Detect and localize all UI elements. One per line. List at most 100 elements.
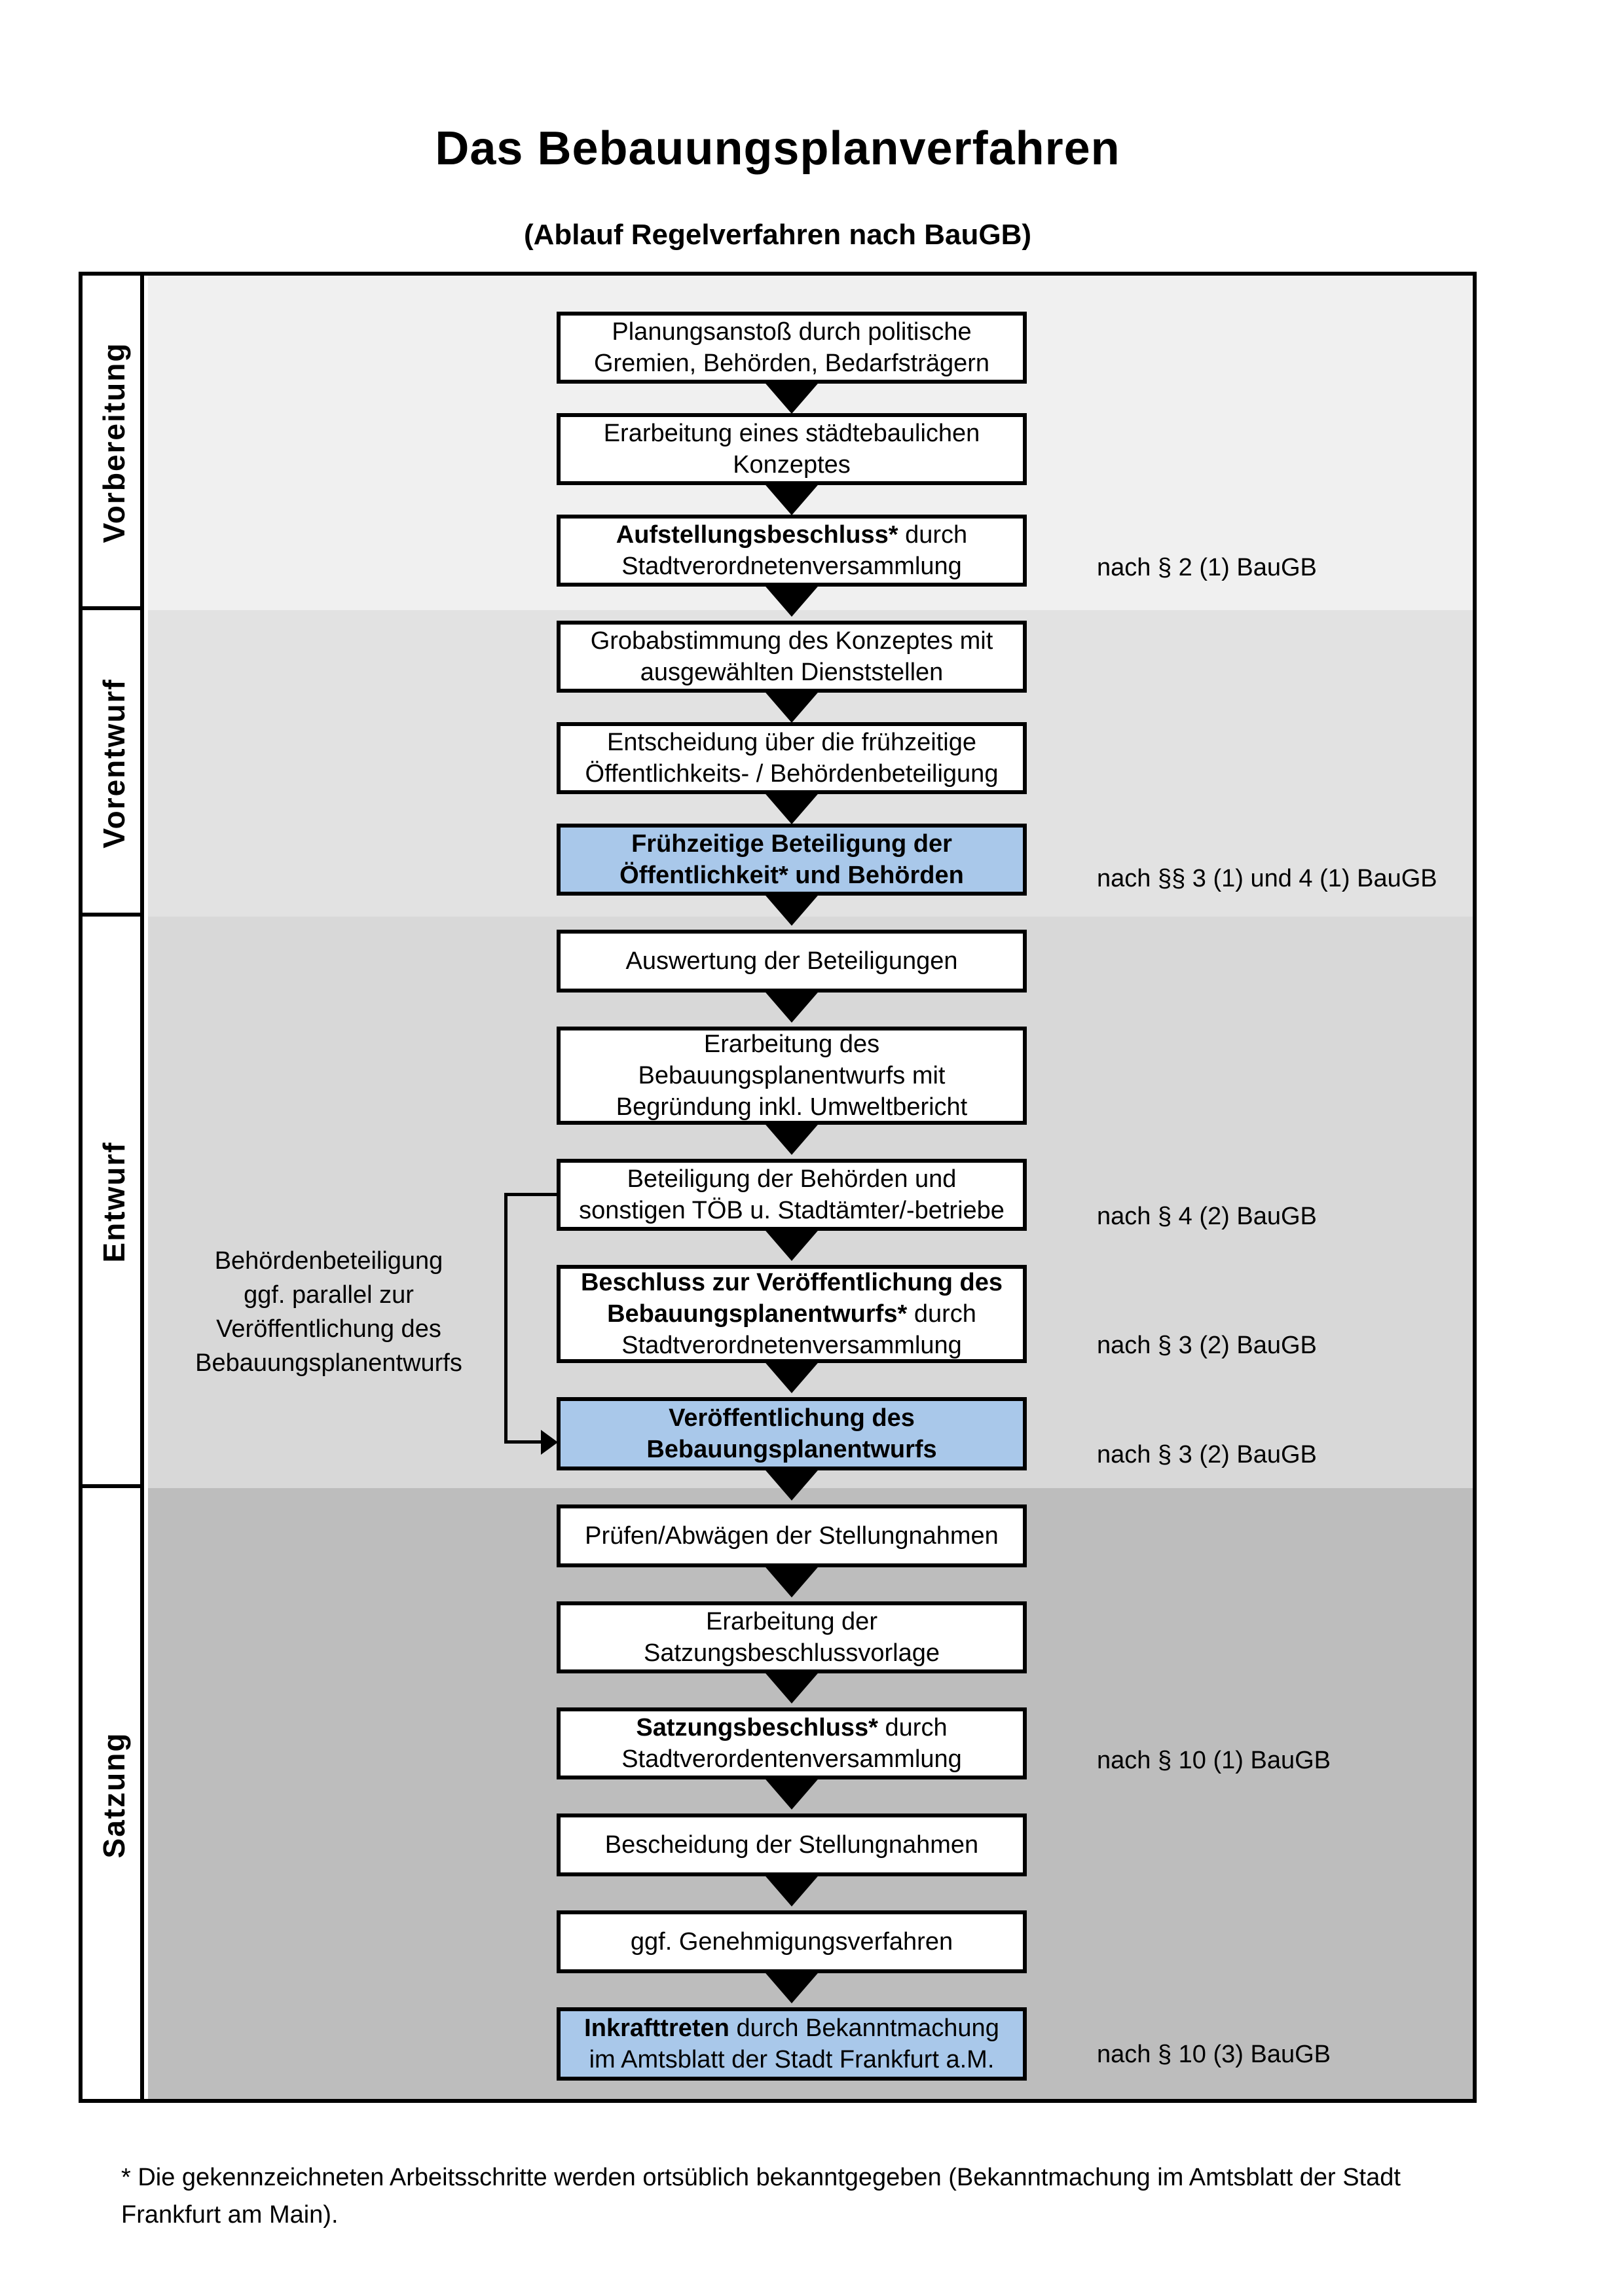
flow-box-satzungsbeschluss: Satzungsbeschluss* durch Stadtverordente… xyxy=(557,1707,1027,1779)
down-arrow-icon xyxy=(762,1776,821,1810)
box-text-line: Erarbeitung eines städtebaulichen xyxy=(603,420,980,447)
legal-reference: nach § 4 (2) BauGB xyxy=(1097,1203,1317,1230)
box-text-segment: Satzungsbeschluss* xyxy=(636,1714,878,1741)
box-text-line: Grobabstimmung des Konzeptes mit xyxy=(590,627,993,655)
down-arrow-icon xyxy=(762,892,821,926)
box-text-line: sonstigen TÖB u. Stadtämter/-betriebe xyxy=(579,1197,1005,1224)
box-text-line: Erarbeitung des xyxy=(703,1030,880,1058)
box-text-line: Bebauungsplanentwurfs* durch xyxy=(561,1298,1023,1330)
box-text-line: Bebauungsplanentwurfs mit xyxy=(638,1062,946,1089)
side-note-line: ggf. parallel zur xyxy=(244,1281,414,1309)
box-text-line: im Amtsblatt der Stadt Frankfurt a.M. xyxy=(589,2046,995,2073)
phase-label-cell-vorbereitung xyxy=(83,276,144,610)
box-text-segment: Inkrafttreten xyxy=(584,2014,729,2042)
box-text-line: Öffentlichkeits- / Behördenbeteiligung xyxy=(585,760,999,788)
legal-reference: nach § 2 (1) BauGB xyxy=(1097,554,1317,581)
legal-reference: nach § 10 (3) BauGB xyxy=(1097,2041,1331,2068)
legal-reference: nach §§ 3 (1) und 4 (1) BauGB xyxy=(1097,865,1437,892)
flow-box-erarbeitung-bebauungsplanentwurf: Erarbeitung des Bebauungsplanentwurfs mi… xyxy=(557,1027,1027,1125)
down-arrow-icon xyxy=(762,790,821,824)
connector-arrowhead-icon xyxy=(541,1430,558,1455)
flow-box-beschluss-veroeffentlichung: Beschluss zur Veröffentlichung des Bebau… xyxy=(557,1265,1027,1363)
footnote-line: Frankfurt am Main). xyxy=(121,2201,339,2229)
phase-label-entwurf: Entwurf xyxy=(97,1141,131,1263)
phase-label-satzung: Satzung xyxy=(97,1732,131,1859)
phase-label-vorentwurf: Vorentwurf xyxy=(97,678,131,848)
box-text-line: Gremien, Behörden, Bedarfsträgern xyxy=(593,350,990,377)
box-text-line: Auswertung der Beteiligungen xyxy=(625,947,958,975)
box-text-line: Satzungsbeschlussvorlage xyxy=(643,1639,940,1667)
footnote-line: * Die gekennzeichneten Arbeitsschritte w… xyxy=(121,2164,1401,2191)
phase-label-cell-satzung xyxy=(83,1488,144,2099)
flow-box-grobabstimmung: Grobabstimmung des Konzeptes mit ausgewä… xyxy=(557,621,1027,693)
box-text-line: ausgewählten Dienststellen xyxy=(640,659,944,686)
box-text-line: Stadtverordnetenversammlung xyxy=(621,1332,962,1359)
down-arrow-icon xyxy=(762,380,821,414)
down-arrow-icon xyxy=(762,1669,821,1704)
box-text-line: Bescheidung der Stellungnahmen xyxy=(604,1831,979,1859)
box-text-segment: Bebauungsplanentwurfs* xyxy=(607,1300,908,1328)
connector-line-vertical xyxy=(504,1193,507,1442)
side-note-line: Behördenbeteiligung xyxy=(214,1247,443,1275)
box-text-line: Begründung inkl. Umweltbericht xyxy=(616,1093,968,1121)
flow-box-aufstellungsbeschluss: Aufstellungsbeschluss* durch Stadtverord… xyxy=(557,515,1027,587)
side-note-behoerdenbeteiligung: Behördenbeteiligung ggf. parallel zur Ve… xyxy=(165,1244,492,1380)
down-arrow-icon xyxy=(762,481,821,515)
phase-label-vorbereitung: Vorbereitung xyxy=(97,342,131,543)
box-text-line: ggf. Genehmigungsverfahren xyxy=(630,1928,953,1956)
flow-box-auswertung-beteiligungen: Auswertung der Beteiligungen xyxy=(557,930,1027,993)
box-text-line: Stadtverordnetenversammlung xyxy=(621,553,962,580)
side-note-line: Veröffentlichung des xyxy=(216,1315,441,1343)
box-text-line: Satzungsbeschluss* durch xyxy=(561,1712,1023,1743)
flow-box-beteiligung-behoerden-toeb: Beteiligung der Behörden und sonstigen T… xyxy=(557,1159,1027,1231)
down-arrow-icon xyxy=(762,1969,821,2003)
connector-line-bottom xyxy=(504,1440,544,1444)
box-text-line: Konzeptes xyxy=(733,451,851,479)
legal-reference: nach § 3 (2) BauGB xyxy=(1097,1332,1317,1359)
flow-box-bescheidung-stellungnahmen: Bescheidung der Stellungnahmen xyxy=(557,1813,1027,1876)
box-text-line: Bebauungsplanentwurfs xyxy=(646,1436,937,1463)
box-text-segment: durch xyxy=(877,1714,948,1741)
page-subtitle: (Ablauf Regelverfahren nach BauGB) xyxy=(523,219,1032,251)
flow-box-inkrafttreten: Inkrafttreten durch Bekanntmachung im Am… xyxy=(557,2007,1027,2081)
page-title: Das Bebauungsplanverfahren xyxy=(435,122,1120,175)
connector-line-top xyxy=(504,1193,557,1196)
flow-box-genehmigungsverfahren: ggf. Genehmigungsverfahren xyxy=(557,1910,1027,1973)
flow-box-pruefen-abwaegen: Prüfen/Abwägen der Stellungnahmen xyxy=(557,1504,1027,1567)
box-text-line: Veröffentlichung des xyxy=(669,1404,915,1432)
box-text-segment: durch xyxy=(907,1300,976,1328)
flow-box-veroeffentlichung-entwurf: Veröffentlichung des Bebauungsplanentwur… xyxy=(557,1397,1027,1470)
phase-label-cell-entwurf xyxy=(83,917,144,1488)
box-text-segment: durch xyxy=(898,521,968,549)
box-text-line: Entscheidung über die frühzeitige xyxy=(606,729,977,756)
down-arrow-icon xyxy=(762,1872,821,1906)
down-arrow-icon xyxy=(762,689,821,723)
flow-box-planungsanstoss: Planungsanstoß durch politische Gremien,… xyxy=(557,312,1027,384)
box-text-line: Beschluss zur Veröffentlichung des xyxy=(580,1269,1003,1296)
flow-box-satzungsbeschlussvorlage: Erarbeitung der Satzungsbeschlussvorlage xyxy=(557,1601,1027,1673)
down-arrow-icon xyxy=(762,1121,821,1155)
legal-reference: nach § 10 (1) BauGB xyxy=(1097,1747,1331,1774)
box-text-line: Planungsanstoß durch politische xyxy=(612,318,972,346)
box-text-line: Stadtverordentenversammlung xyxy=(621,1745,962,1773)
box-text-segment: durch Bekanntmachung xyxy=(729,2014,999,2042)
flow-box-staedtebauliches-konzept: Erarbeitung eines städtebaulichen Konzep… xyxy=(557,413,1027,485)
box-text-segment: Aufstellungsbeschluss* xyxy=(616,521,898,549)
down-arrow-icon xyxy=(762,1467,821,1501)
down-arrow-icon xyxy=(762,989,821,1023)
down-arrow-icon xyxy=(762,1227,821,1261)
footnote: * Die gekennzeichneten Arbeitsschritte w… xyxy=(121,2159,1480,2234)
box-text-line: Inkrafttreten durch Bekanntmachung xyxy=(561,2013,1023,2044)
box-text-line: Frühzeitige Beteiligung der xyxy=(631,830,952,858)
down-arrow-icon xyxy=(762,1563,821,1597)
legal-reference: nach § 3 (2) BauGB xyxy=(1097,1441,1317,1468)
box-text-line: Beteiligung der Behörden und xyxy=(627,1165,957,1193)
box-text-line: Erarbeitung der xyxy=(706,1608,877,1635)
side-note-line: Bebauungsplanentwurfs xyxy=(195,1349,462,1377)
box-text-line: Prüfen/Abwägen der Stellungnahmen xyxy=(585,1522,999,1550)
phase-label-cell-vorentwurf xyxy=(83,610,144,917)
box-text-line: Aufstellungsbeschluss* durch xyxy=(561,519,1023,551)
flow-box-fruehzeitige-beteiligung: Frühzeitige Beteiligung der Öffentlichke… xyxy=(557,824,1027,896)
down-arrow-icon xyxy=(762,583,821,617)
